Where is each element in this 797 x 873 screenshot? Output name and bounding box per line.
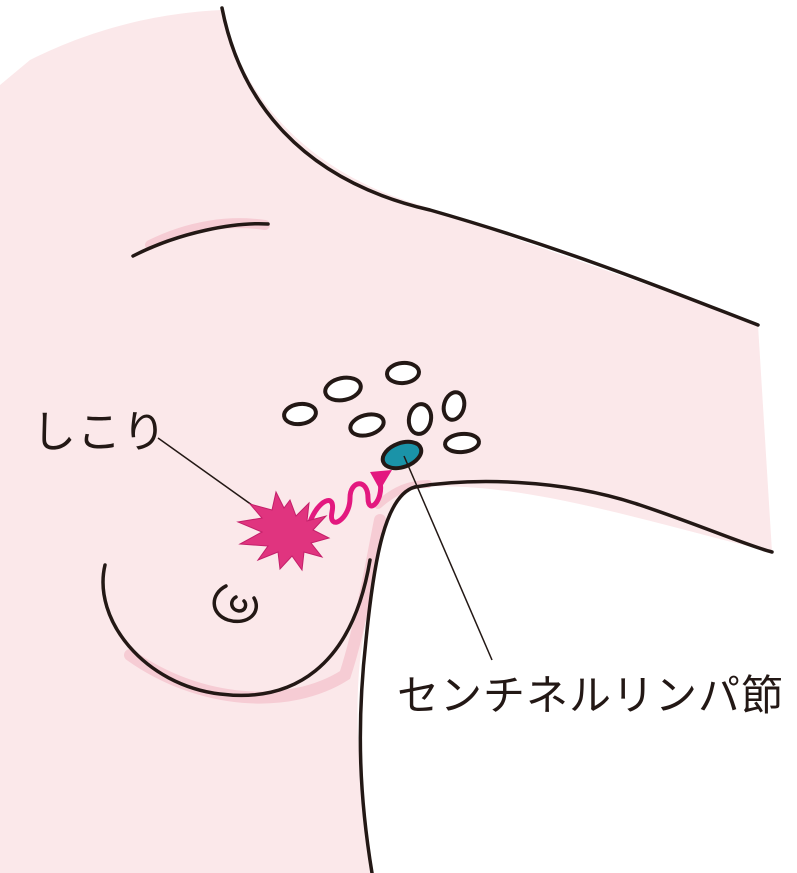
sentinel-node-label: センチネルリンパ節 (397, 662, 784, 723)
lymph-node (444, 433, 479, 454)
lymph-node (386, 362, 420, 385)
lump-label: しこり (32, 396, 167, 460)
